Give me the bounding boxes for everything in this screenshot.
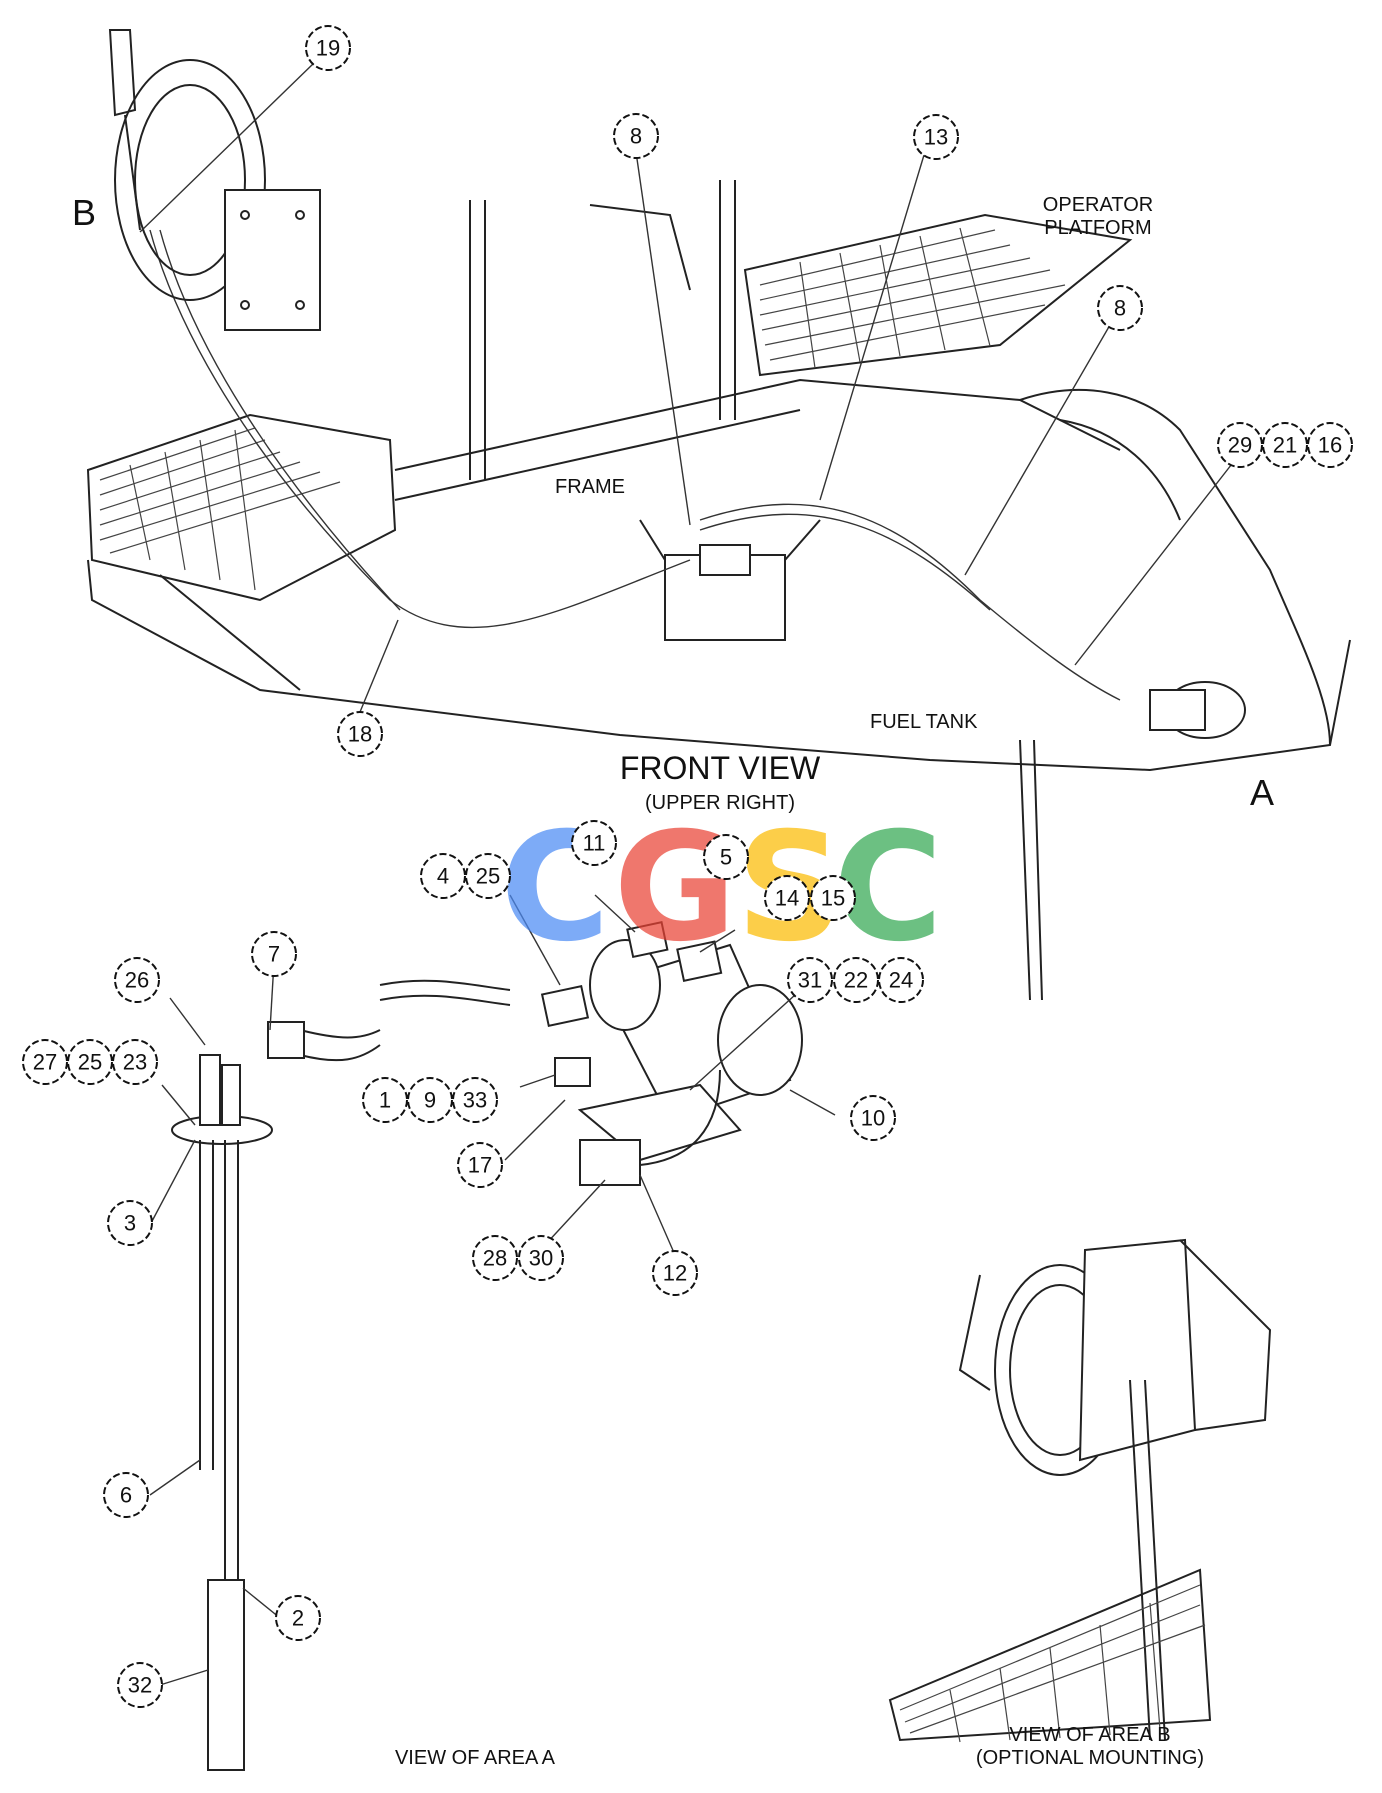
callout-2: 2	[275, 1595, 321, 1641]
area-a-marker: A	[1250, 772, 1274, 813]
view-area-b-caption-line2: (OPTIONAL MOUNTING)	[976, 1747, 1204, 1769]
svg-text:30: 30	[529, 1246, 553, 1271]
svg-text:4: 4	[437, 864, 449, 889]
callout-13: 13	[913, 114, 959, 160]
svg-text:32: 32	[128, 1673, 152, 1698]
callout-8-top: 8	[613, 113, 659, 159]
svg-text:25: 25	[78, 1050, 102, 1075]
svg-text:18: 18	[348, 722, 372, 747]
operator-platform-label-line2: PLATFORM	[1044, 217, 1151, 239]
callout-30: 30	[518, 1235, 564, 1281]
watermark-cgsc: C G S C	[500, 801, 943, 975]
callout-18: 18	[337, 711, 383, 757]
callout-16: 16	[1307, 422, 1353, 468]
callout-8-right: 8	[1097, 285, 1143, 331]
callout-6: 6	[103, 1472, 149, 1518]
svg-text:16: 16	[1318, 433, 1342, 458]
svg-text:9: 9	[424, 1088, 436, 1113]
callout-15: 15	[810, 875, 856, 921]
svg-text:21: 21	[1273, 433, 1297, 458]
callout-17: 17	[457, 1142, 503, 1188]
svg-text:27: 27	[33, 1050, 57, 1075]
svg-text:12: 12	[663, 1261, 687, 1286]
callout-9: 9	[407, 1077, 453, 1123]
svg-text:33: 33	[463, 1088, 487, 1113]
svg-text:28: 28	[483, 1246, 507, 1271]
callout-1: 1	[362, 1077, 408, 1123]
diagram-labels: B A OPERATOR PLATFORM FRAME FUEL TANK FR…	[72, 192, 1274, 1769]
frame-label: FRAME	[555, 476, 625, 498]
callout-28: 28	[472, 1235, 518, 1281]
callout-27: 27	[22, 1039, 68, 1085]
callout-33: 33	[452, 1077, 498, 1123]
watermark-letter-g: G	[613, 801, 736, 975]
svg-text:2: 2	[292, 1606, 304, 1631]
callout-21: 21	[1262, 422, 1308, 468]
svg-text:31: 31	[798, 968, 822, 993]
front-view-subtitle: (UPPER RIGHT)	[645, 792, 795, 814]
callout-23: 23	[112, 1039, 158, 1085]
svg-text:8: 8	[1114, 296, 1126, 321]
svg-text:23: 23	[123, 1050, 147, 1075]
svg-text:1: 1	[379, 1088, 391, 1113]
view-area-b-caption-line1: VIEW OF AREA B	[1009, 1724, 1170, 1746]
callout-5: 5	[703, 834, 749, 880]
operator-platform-label-line1: OPERATOR	[1043, 194, 1153, 216]
svg-text:6: 6	[120, 1483, 132, 1508]
callout-31: 31	[787, 957, 833, 1003]
front-view-drawing	[86, 29, 1351, 1001]
view-area-a-caption: VIEW OF AREA A	[395, 1747, 556, 1769]
callout-14: 14	[764, 875, 810, 921]
callout-3: 3	[107, 1200, 153, 1246]
svg-text:26: 26	[125, 968, 149, 993]
svg-text:17: 17	[468, 1153, 492, 1178]
callout-22: 22	[833, 957, 879, 1003]
callout-19: 19	[305, 25, 351, 71]
svg-text:22: 22	[844, 968, 868, 993]
svg-text:14: 14	[775, 886, 799, 911]
svg-text:10: 10	[861, 1106, 885, 1131]
callout-11: 11	[571, 820, 617, 866]
callout-10: 10	[850, 1095, 896, 1141]
svg-text:13: 13	[924, 125, 948, 150]
callout-12: 12	[652, 1250, 698, 1296]
callout-32: 32	[117, 1662, 163, 1708]
svg-text:11: 11	[583, 831, 606, 856]
svg-text:8: 8	[630, 124, 642, 149]
callouts: 19 8 13 8 29 21 16 18 11 4 25 5 14 15 7 …	[22, 25, 1353, 1708]
svg-text:7: 7	[268, 942, 280, 967]
svg-text:3: 3	[124, 1211, 136, 1236]
svg-text:15: 15	[821, 886, 845, 911]
callout-25-top: 25	[465, 853, 511, 899]
area-b-marker: B	[72, 192, 96, 233]
area-b-detail	[888, 1238, 1272, 1743]
callout-24: 24	[878, 957, 924, 1003]
area-a-detail	[149, 894, 836, 1771]
svg-text:25: 25	[476, 864, 500, 889]
svg-text:29: 29	[1228, 433, 1252, 458]
fuel-tank-label: FUEL TANK	[870, 711, 978, 733]
front-view-title: FRONT VIEW	[620, 750, 821, 786]
callout-26: 26	[114, 957, 160, 1003]
callout-4: 4	[420, 853, 466, 899]
svg-text:19: 19	[316, 36, 340, 61]
callout-25-left: 25	[67, 1039, 113, 1085]
svg-text:5: 5	[720, 845, 732, 870]
callout-29: 29	[1217, 422, 1263, 468]
svg-text:24: 24	[889, 968, 913, 993]
callout-7: 7	[251, 931, 297, 977]
